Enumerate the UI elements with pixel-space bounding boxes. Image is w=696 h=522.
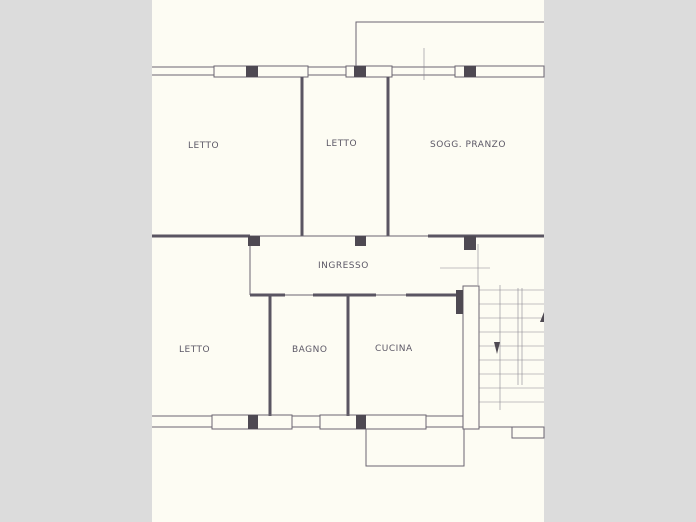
room-label-bedroom-3: LETTO [179,345,210,355]
floor-plan-paper [152,0,544,522]
room-label-bathroom: BAGNO [292,345,327,355]
room-label-bedroom-2: LETTO [326,139,357,149]
walls [152,21,545,467]
room-label-bedroom-1: LETTO [188,141,219,151]
room-label-kitchen: CUCINA [375,344,413,354]
room-label-entrance: INGRESSO [318,261,369,271]
room-labels: LETTO LETTO SOGG. PRANZO INGRESSO LETTO … [179,139,506,355]
room-label-living-dining: SOGG. PRANZO [430,140,506,150]
